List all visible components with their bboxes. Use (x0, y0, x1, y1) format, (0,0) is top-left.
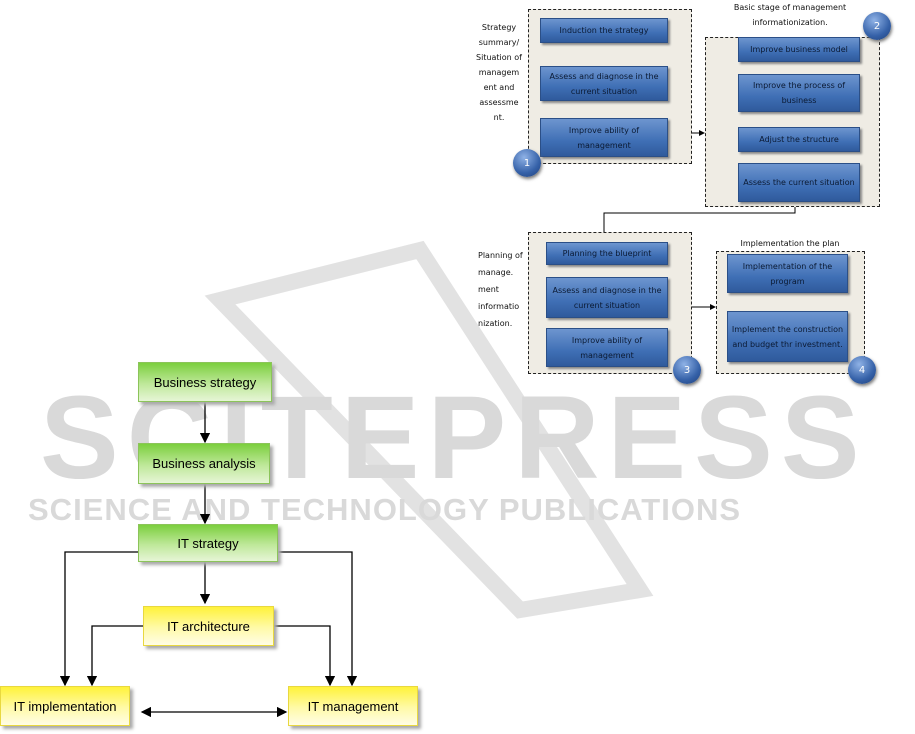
stage4-box: Implement the construction and budget th… (727, 311, 848, 362)
stage1-box: Induction the strategy (540, 18, 668, 43)
stage4-box: Implementation of the program (727, 254, 848, 293)
stage4-title: Implementation the plan (740, 239, 840, 248)
stage2-box: Improve the process of business (738, 74, 860, 112)
stage3-box: Improve ability of management (546, 328, 668, 367)
stage4-number-badge: 4 (848, 356, 876, 384)
watermark-sub: SCIENCE AND TECHNOLOGY PUBLICATIONS (28, 492, 742, 527)
stage3-number-badge: 3 (673, 356, 701, 384)
it-strategy-box: IT strategy (138, 524, 278, 562)
stage3-box: Assess and diagnose in the current situa… (546, 277, 668, 318)
business-strategy-box: Business strategy (138, 362, 272, 402)
stage1-label: Strategy summary/ Situation of managem e… (476, 23, 522, 122)
it-architecture-box: IT architecture (143, 606, 274, 646)
stage2-number-badge: 2 (863, 12, 891, 40)
stage2-box: Improve business model (738, 37, 860, 62)
it-implementation-box: IT implementation (0, 686, 130, 726)
it-management-box: IT management (288, 686, 418, 726)
stage2-box: Adjust the structure (738, 127, 860, 152)
stage3-box: Planning the blueprint (546, 242, 668, 265)
stage2-box: Assess the current situation (738, 163, 860, 202)
stage1-number-badge: 1 (513, 149, 541, 177)
stage1-box: Assess and diagnose in the current situa… (540, 66, 668, 101)
stage3-label: Planning of manage. ment informatio niza… (478, 251, 523, 328)
business-analysis-box: Business analysis (138, 443, 270, 484)
stage2-title: Basic stage of management informationiza… (733, 3, 847, 27)
stage1-box: Improve ability of management (540, 118, 668, 157)
